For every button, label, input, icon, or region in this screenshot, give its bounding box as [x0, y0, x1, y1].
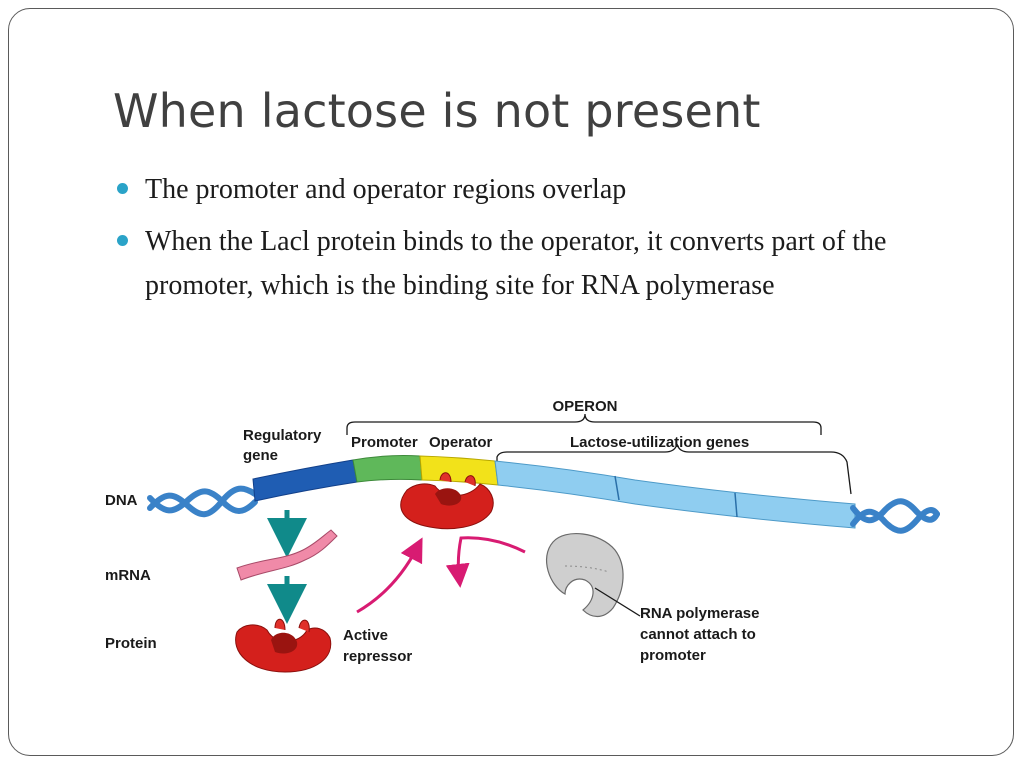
lactose-genes-label: Lactose-utilization genes	[570, 434, 749, 451]
lactose-genes-brace	[496, 443, 852, 495]
bound-repressor	[400, 472, 494, 530]
dna-helix-right	[850, 498, 940, 534]
lactose-genes-segment	[494, 460, 856, 529]
bullet-list: The promoter and operator regions overla…	[115, 168, 975, 316]
mrna-strand	[236, 529, 338, 581]
operator-segment	[419, 455, 499, 486]
operator-label: Operator	[429, 434, 493, 451]
rna-polymerase	[545, 533, 624, 618]
protein-label: Protein	[105, 635, 157, 652]
bullet-text: When the Lacl protein binds to the opera…	[145, 226, 887, 301]
polymerase-blocked-arrow	[445, 536, 526, 588]
regulatory-gene-segment	[252, 459, 358, 502]
active-repressor-protein	[235, 618, 332, 673]
promoter-segment	[352, 455, 423, 483]
operon-brace	[346, 413, 822, 435]
polymerase-pointer-line	[594, 587, 641, 617]
bullet-dot-icon	[117, 235, 128, 246]
bullet-dot-icon	[117, 183, 128, 194]
repressor-binding-arrow	[356, 537, 423, 614]
bullet-item: When the Lacl protein binds to the opera…	[115, 220, 975, 308]
gene-divider	[734, 492, 738, 518]
promoter-label: Promoter	[351, 434, 418, 451]
mrna-label: mRNA	[105, 567, 151, 584]
bullet-text: The promoter and operator regions overla…	[145, 174, 627, 205]
gene-divider	[614, 475, 620, 501]
dna-label: DNA	[105, 492, 138, 509]
bullet-item: The promoter and operator regions overla…	[115, 168, 975, 212]
slide-frame	[8, 8, 1014, 756]
slide-title: When lactose is not present	[113, 84, 761, 138]
dna-helix-left	[147, 485, 258, 518]
operon-label: OPERON	[552, 398, 617, 415]
